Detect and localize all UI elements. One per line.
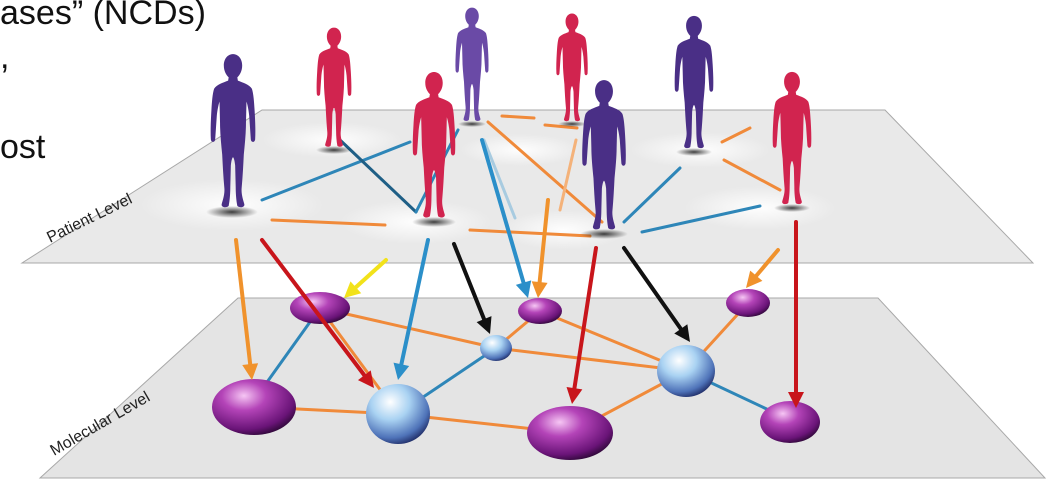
patient-edge — [338, 138, 418, 214]
molecule-node-icon — [212, 379, 296, 435]
molecule-node-icon — [366, 384, 430, 444]
person-silhouette-icon — [455, 7, 489, 121]
arrow — [788, 220, 804, 408]
slide-text-line-3: ost — [0, 128, 46, 166]
patients — [206, 7, 812, 239]
arrow-head-icon — [788, 392, 804, 408]
arrow-head-icon — [566, 386, 583, 404]
arrow-head-icon — [344, 281, 362, 298]
patient-edge — [482, 138, 517, 220]
patient-edge — [622, 166, 682, 224]
arrow-head-icon — [357, 370, 374, 388]
arrow — [234, 238, 259, 380]
patient-edge — [640, 204, 762, 234]
person-silhouette-icon — [556, 13, 588, 122]
arrow — [393, 238, 430, 380]
slide-text-line-2: , — [0, 38, 10, 76]
molecule-node-icon — [480, 335, 512, 361]
arrow — [344, 258, 388, 298]
arrow — [260, 238, 374, 388]
patient-edge — [722, 158, 782, 192]
arrow — [566, 246, 598, 404]
arrow — [746, 248, 780, 288]
arrow-head-icon — [242, 363, 259, 380]
arrow-head-icon — [531, 281, 548, 298]
arrow — [622, 246, 690, 342]
cross-layer-arrows — [234, 138, 804, 408]
arrow — [531, 198, 550, 298]
arrow-head-icon — [476, 316, 492, 334]
patient-edge — [500, 114, 536, 120]
arrow — [480, 138, 532, 298]
arrow-head-icon — [746, 270, 763, 288]
arrow — [452, 242, 492, 334]
molecule-node-icon — [657, 345, 715, 397]
molecule-node-icon — [726, 289, 770, 317]
arrow-head-icon — [674, 324, 690, 342]
molecule-node-icon — [760, 401, 820, 443]
arrow-head-icon — [393, 362, 410, 380]
molecule-node-icon — [518, 298, 562, 324]
mol-edge — [494, 346, 688, 373]
patient-edge — [558, 138, 578, 212]
molecule-node-icon — [527, 406, 613, 460]
slide-text-line-1: ases” (NCDs) — [0, 0, 206, 32]
patient-edge — [260, 140, 412, 202]
patient-edge — [270, 218, 387, 227]
patient-edge — [486, 120, 604, 224]
patient-edge — [468, 228, 592, 238]
patient-edge — [543, 123, 579, 130]
patient-edge — [720, 126, 752, 144]
arrow-head-icon — [515, 280, 532, 298]
